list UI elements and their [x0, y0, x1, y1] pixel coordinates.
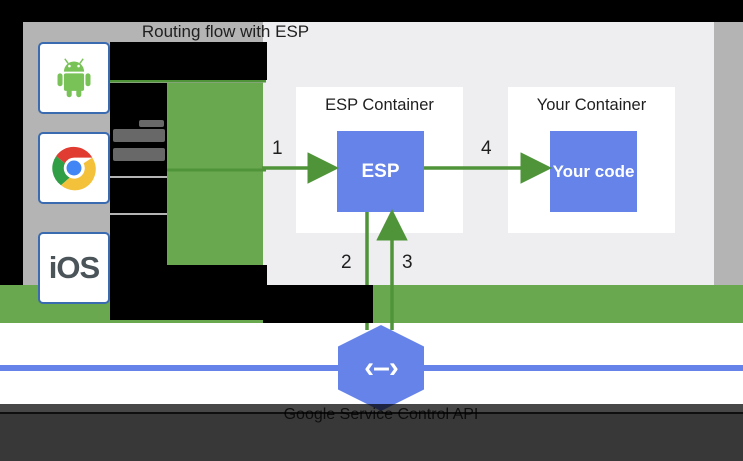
obscured-text-blob-1 — [139, 120, 164, 127]
ios-label: iOS — [48, 250, 100, 285]
right-gutter — [714, 22, 743, 285]
top-black-bar — [0, 0, 743, 22]
esp-service-box[interactable]: ESP — [337, 131, 424, 212]
render-mask-5 — [110, 113, 140, 123]
bottom-dim-overlay-upper — [0, 404, 743, 414]
render-mask-1 — [110, 42, 267, 80]
step-number-4: 4 — [481, 138, 492, 159]
chrome-icon — [52, 146, 96, 191]
render-mask-6 — [110, 265, 267, 320]
render-mask-left-edge — [0, 22, 23, 285]
client-card-ios[interactable]: iOS — [38, 232, 110, 304]
code-brackets-icon: ‹–› — [364, 351, 399, 384]
your-code-box[interactable]: Your code — [550, 131, 637, 212]
obscured-text-blob-3 — [113, 148, 165, 161]
obscured-text-blob-2 — [113, 129, 165, 142]
step-number-1: 1 — [272, 138, 283, 159]
page-title: Routing flow with ESP — [141, 22, 310, 41]
render-mask-3 — [110, 178, 167, 213]
client-card-chrome[interactable] — [38, 132, 110, 204]
green-flow-column — [167, 83, 266, 285]
google-service-control-hexagon[interactable]: ‹–› — [338, 325, 424, 411]
client-card-android[interactable] — [38, 42, 110, 114]
your-container-label: Your Container — [536, 96, 647, 114]
bottom-dim-overlay — [0, 412, 743, 461]
android-icon — [57, 58, 91, 98]
render-mask-7 — [263, 285, 373, 323]
step-number-3: 3 — [402, 252, 413, 273]
esp-container-label: ESP Container — [325, 96, 434, 114]
step-number-2: 2 — [341, 252, 352, 273]
